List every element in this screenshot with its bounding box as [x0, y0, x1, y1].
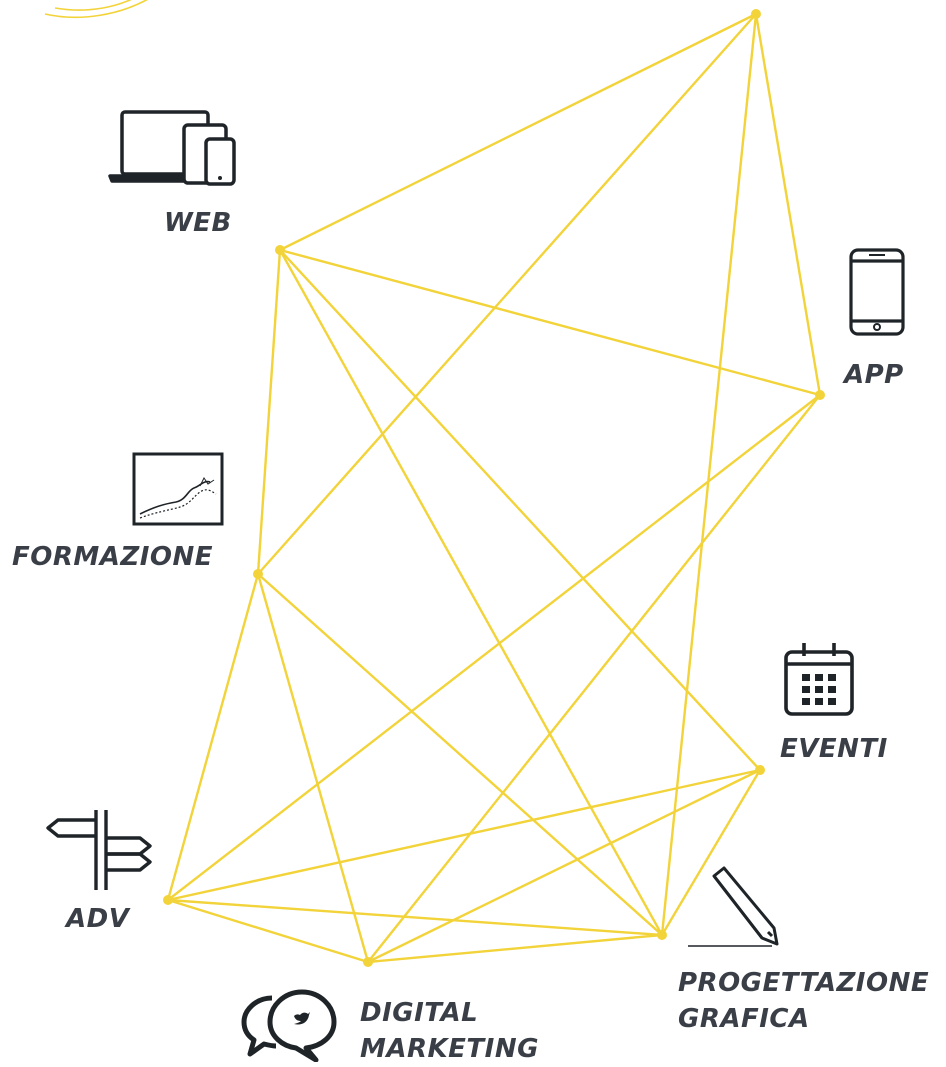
- node-top: [751, 9, 761, 19]
- node-progettazione-grafica: [657, 930, 667, 940]
- edge-line: [257, 13, 757, 575]
- label-progettazione-line2: GRAFICA: [678, 1004, 810, 1034]
- edge-line: [660, 13, 758, 936]
- edge-line: [167, 768, 761, 902]
- node-web: [275, 245, 285, 255]
- edge-line: [279, 248, 821, 397]
- pencil-icon: [688, 866, 779, 947]
- edge-line: [660, 769, 762, 936]
- nodes: [163, 9, 825, 967]
- edge-line: [279, 249, 761, 771]
- edge-line: [167, 394, 821, 901]
- chat-bubbles-icon: [241, 989, 337, 1062]
- chart-icon: [132, 452, 224, 526]
- decorative-arcs: [44, 0, 148, 19]
- edge-line: [278, 249, 664, 936]
- node-formazione: [253, 569, 263, 579]
- node-app: [815, 390, 825, 400]
- label-adv: ADV: [66, 904, 130, 934]
- smartphone-icon: [849, 248, 905, 336]
- label-eventi: EVENTI: [780, 734, 888, 764]
- edge-line: [256, 249, 282, 575]
- edge-line: [367, 394, 821, 963]
- node-adv: [163, 895, 173, 905]
- edge-line: [257, 573, 663, 936]
- edge-line: [256, 573, 370, 963]
- label-formazione: FORMAZIONE: [12, 542, 214, 572]
- arc-line: [44, 0, 148, 19]
- label-progettazione-line1: PROGETTAZIONE: [678, 968, 930, 998]
- devices-icon: [108, 110, 236, 186]
- label-app: APP: [844, 360, 904, 390]
- label-digital-line1: DIGITAL: [360, 998, 479, 1028]
- edge-line: [279, 12, 757, 252]
- signpost-icon: [46, 810, 152, 890]
- edge-line: [167, 898, 369, 964]
- label-web: WEB: [164, 208, 232, 238]
- edge-line: [754, 13, 822, 396]
- edges: [166, 12, 822, 964]
- calendar-icon: [784, 643, 854, 716]
- node-digital-marketing: [363, 957, 373, 967]
- node-eventi: [755, 765, 765, 775]
- edge-line: [367, 768, 761, 964]
- edge-line: [167, 898, 663, 937]
- label-digital-line2: MARKETING: [360, 1034, 539, 1064]
- arc-line: [54, 0, 132, 11]
- edge-line: [367, 933, 663, 964]
- edge-line: [166, 573, 260, 901]
